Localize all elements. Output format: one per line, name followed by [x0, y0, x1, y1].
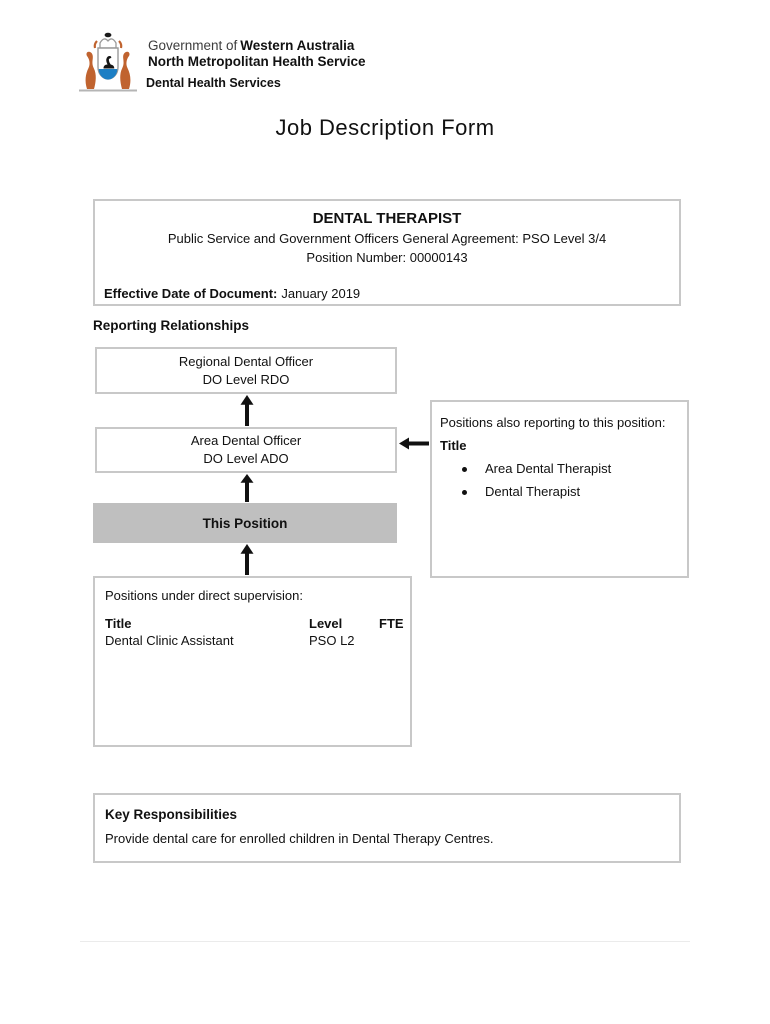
column-level: Level [309, 616, 343, 631]
letterhead-government-of: Government of [148, 38, 238, 53]
supervision-table-header: Title Level FTE [105, 616, 404, 632]
also-reporting-column-label: Title [440, 438, 467, 453]
key-responsibilities-box: Key Responsibilities Provide dental care… [93, 793, 681, 863]
this-position-label: This Position [202, 515, 288, 531]
area-officer-title: Area Dental Officer [190, 433, 302, 448]
effective-date-value: January 2019 [281, 286, 361, 301]
also-reporting-list: Area Dental Therapist Dental Therapist [440, 461, 679, 500]
wa-coat-of-arms-logo [75, 28, 141, 95]
column-title: Title [105, 616, 132, 631]
list-item-label: Area Dental Therapist [485, 461, 612, 476]
letterhead-state: Western Australia [240, 38, 355, 53]
also-reporting-heading: Positions also reporting to this positio… [440, 415, 666, 430]
left-arrow-icon [399, 437, 429, 450]
key-responsibilities-text: Provide dental care for enrolled childre… [105, 831, 494, 846]
position-header-box: DENTAL THERAPIST Public Service and Gove… [93, 199, 681, 306]
page-title: Job Description Form [275, 115, 495, 140]
regional-officer-title: Regional Dental Officer [178, 353, 314, 369]
list-item: Area Dental Therapist [440, 461, 679, 477]
letterhead-health-service: North Metropolitan Health Service [148, 54, 366, 69]
direct-supervision-heading: Positions under direct supervision: [105, 588, 303, 603]
regional-officer-level: DO Level RDO [202, 371, 290, 387]
area-officer-level: DO Level ADO [203, 451, 289, 466]
crest-graphic [79, 32, 137, 92]
org-box-regional-dental-officer: Regional Dental Officer DO Level RDO [95, 347, 397, 394]
key-responsibilities-heading: Key Responsibilities [105, 807, 238, 822]
footer-divider [80, 941, 690, 942]
bullet-icon [462, 466, 467, 472]
position-agreement: Public Service and Government Officers G… [167, 231, 607, 246]
letterhead-division: Dental Health Services [146, 76, 281, 90]
org-box-area-dental-officer: Area Dental Officer DO Level ADO [95, 427, 397, 473]
row-level: PSO L2 [309, 633, 355, 648]
effective-date-label: Effective Date of Document: [104, 286, 278, 301]
up-arrow-icon [240, 395, 254, 426]
also-reporting-box: Positions also reporting to this positio… [430, 400, 689, 578]
list-item-label: Dental Therapist [485, 484, 581, 499]
position-number: Position Number: 00000143 [306, 250, 468, 265]
position-title: DENTAL THERAPIST [312, 210, 462, 227]
up-arrow-icon [240, 544, 254, 575]
org-box-this-position: This Position [93, 503, 397, 543]
bullet-icon [462, 489, 467, 495]
column-fte: FTE [379, 616, 404, 631]
supervision-table-row: Dental Clinic Assistant PSO L2 [105, 633, 400, 649]
reporting-relationships-heading: Reporting Relationships [93, 318, 250, 333]
direct-supervision-box: Positions under direct supervision: Titl… [93, 576, 412, 747]
effective-date-line: Effective Date of Document:January 2019 [95, 284, 679, 303]
row-title: Dental Clinic Assistant [105, 633, 234, 648]
list-item: Dental Therapist [440, 484, 679, 500]
up-arrow-icon [240, 474, 254, 502]
